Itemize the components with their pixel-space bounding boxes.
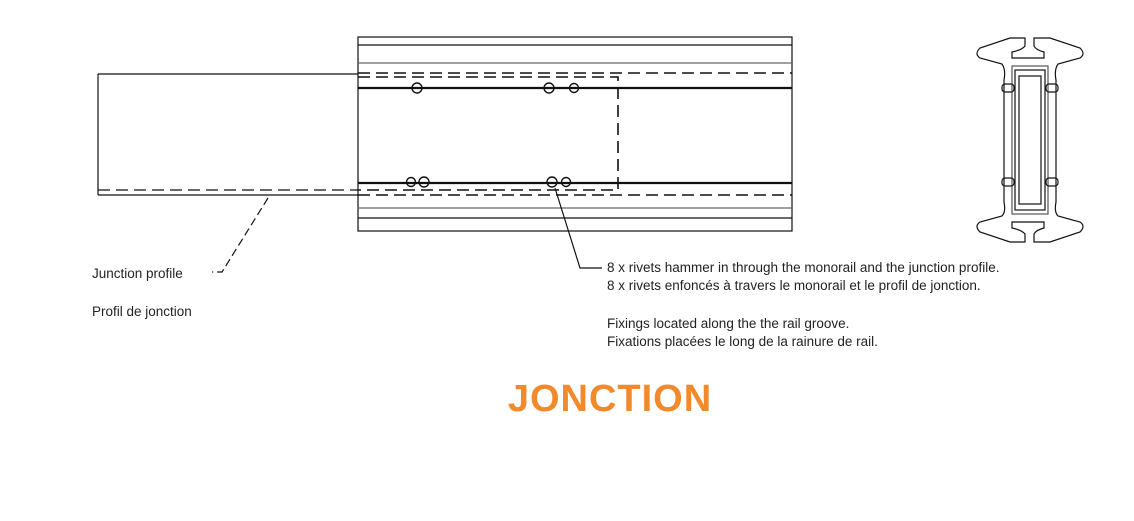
rivets-note-en: 8 x rivets hammer in through the monorai… [607, 260, 1000, 275]
drawing-title: JONCTION [507, 378, 713, 420]
leader-lines [212, 187, 602, 273]
junction-profile-label-en: Junction profile [92, 266, 183, 281]
fixings-note-en: Fixings located along the the rail groov… [607, 316, 850, 331]
monorail-side-view [357, 36, 793, 232]
rivets [405, 82, 580, 188]
fixings-note-fr: Fixations placées le long de la rainure … [607, 334, 878, 349]
rivets-note-fr: 8 x rivets enfoncés à travers le monorai… [607, 278, 981, 293]
cross-section-view [976, 37, 1084, 243]
junction-profile [97, 72, 792, 196]
junction-profile-label-fr: Profil de jonction [92, 304, 192, 319]
